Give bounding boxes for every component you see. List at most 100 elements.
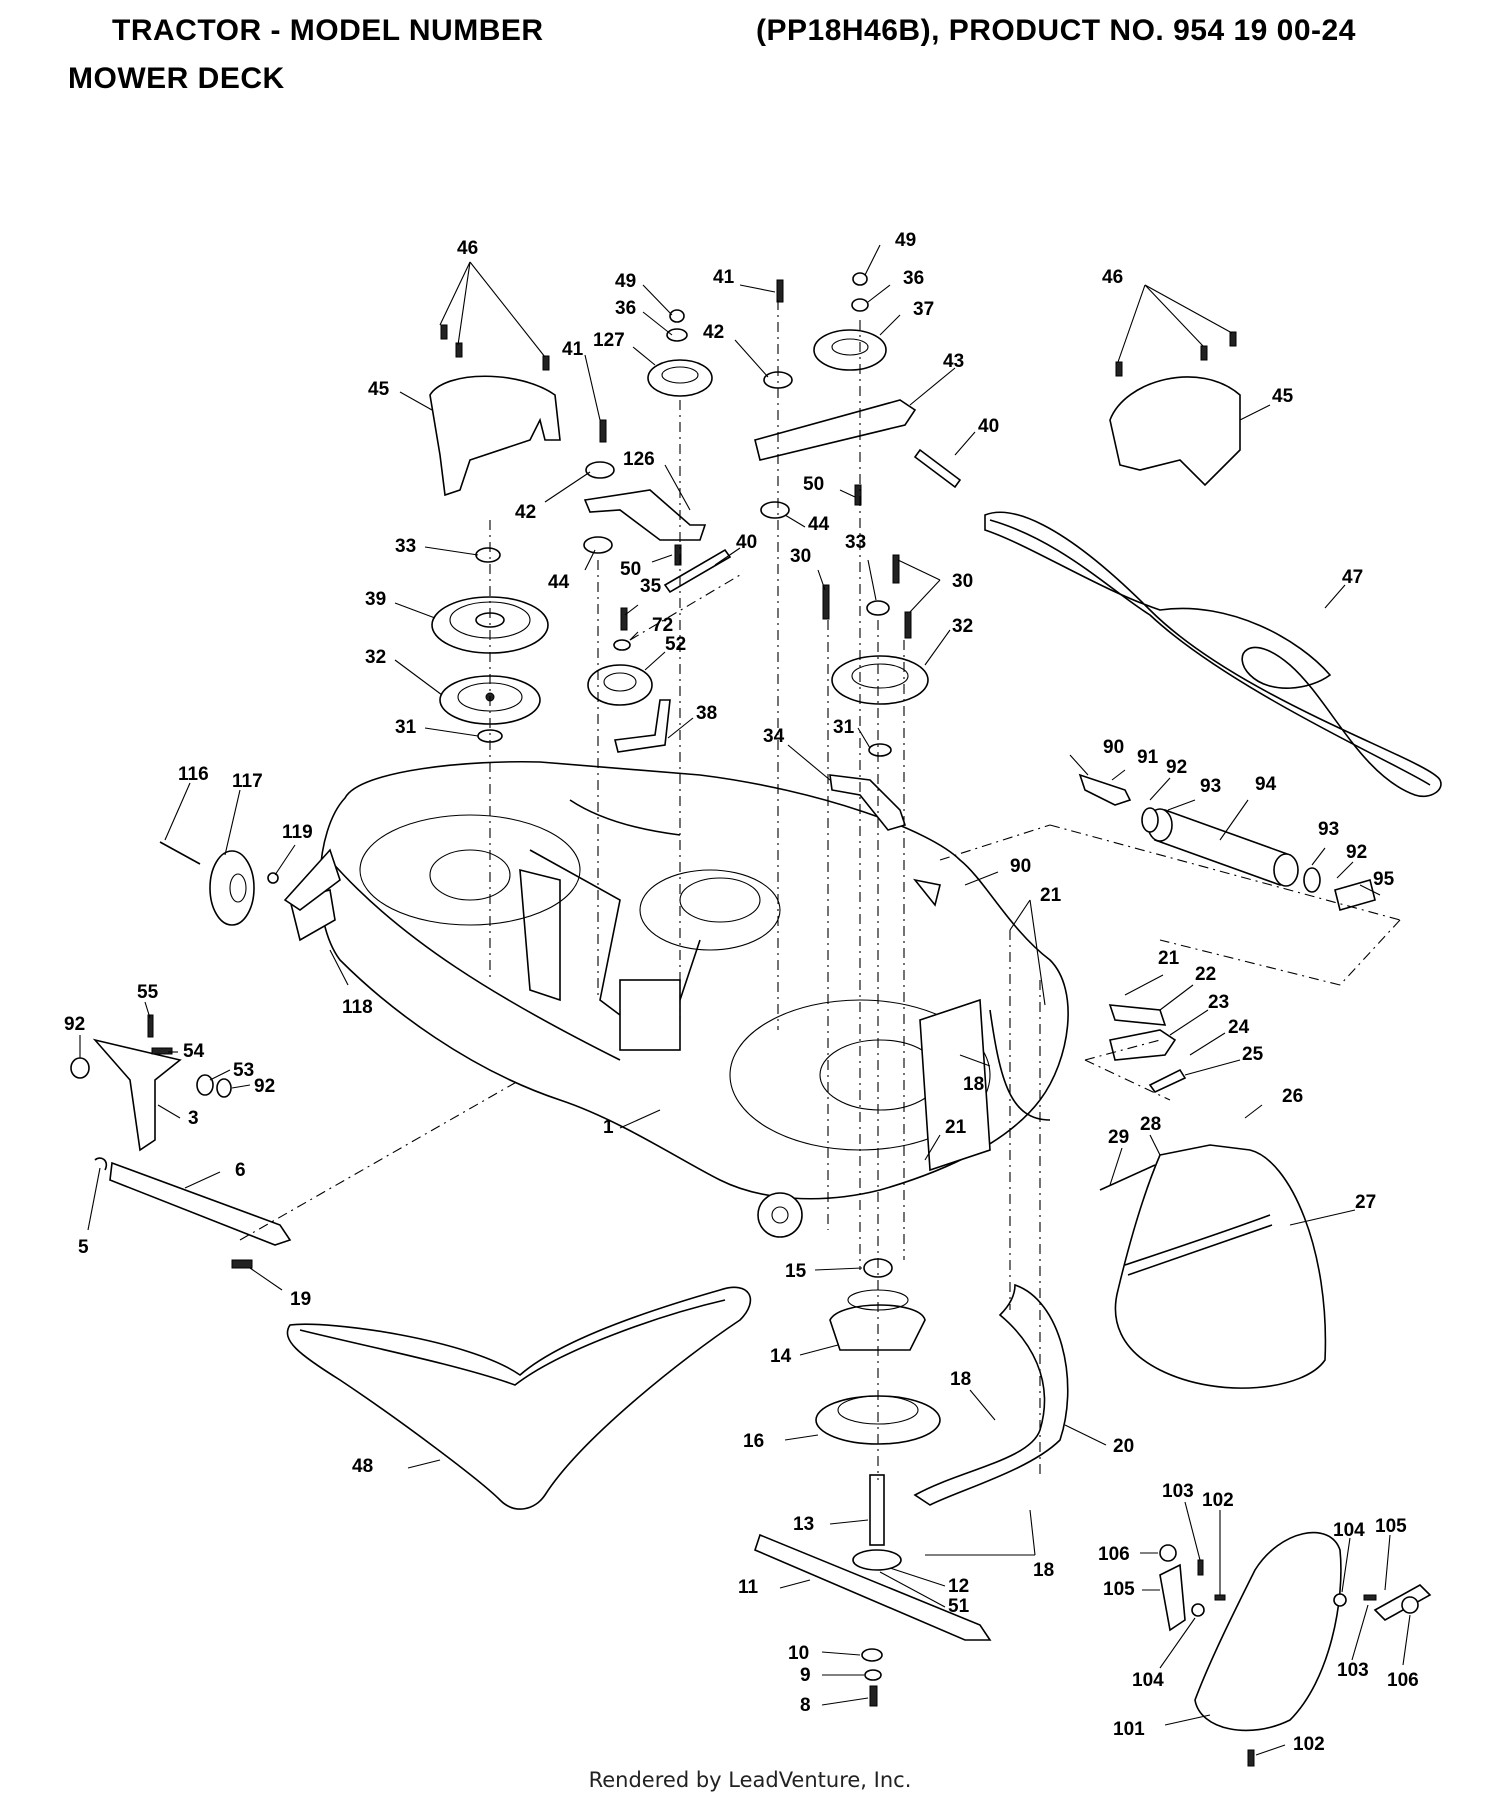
bracket-3 bbox=[92, 1038, 182, 1152]
bracket-91 bbox=[1078, 773, 1132, 806]
part-label: 49 bbox=[615, 271, 636, 292]
spacer-33-right bbox=[866, 600, 890, 616]
part-labels: 46 45 33 39 32 31 49 36 127 41 42 126 44… bbox=[64, 230, 1419, 1755]
pulley-127 bbox=[647, 359, 713, 397]
part-label: 45 bbox=[368, 379, 390, 400]
idler-pulley-52 bbox=[587, 664, 653, 706]
belt-cover-45-right bbox=[1109, 376, 1241, 487]
part-label: 44 bbox=[808, 514, 830, 535]
part-label: 24 bbox=[1228, 1017, 1250, 1038]
gauge-wheel-117 bbox=[209, 850, 255, 926]
part-label: 91 bbox=[1137, 747, 1159, 768]
part-label: 14 bbox=[770, 1346, 792, 1367]
part-label: 32 bbox=[365, 647, 386, 668]
spring-25 bbox=[1148, 1068, 1187, 1094]
part-label: 102 bbox=[1202, 1490, 1234, 1511]
part-label: 20 bbox=[1113, 1436, 1134, 1457]
part-label: 5 bbox=[78, 1237, 89, 1258]
part-label: 106 bbox=[1098, 1544, 1130, 1565]
spindle-shaft-13 bbox=[869, 1474, 885, 1546]
washer-104-left bbox=[1191, 1603, 1205, 1617]
part-label: 26 bbox=[1282, 1086, 1303, 1107]
part-label: 13 bbox=[793, 1514, 814, 1535]
part-label: 102 bbox=[1293, 1734, 1325, 1755]
part-label: 103 bbox=[1337, 1660, 1369, 1681]
part-label: 34 bbox=[763, 726, 785, 747]
part-label: 95 bbox=[1373, 869, 1395, 890]
belt-cover-45-left bbox=[429, 375, 561, 497]
part-label: 31 bbox=[833, 717, 855, 738]
part-label: 126 bbox=[623, 449, 655, 470]
part-label: 18 bbox=[963, 1074, 984, 1095]
part-label: 31 bbox=[395, 717, 417, 738]
part-label: 50 bbox=[620, 559, 641, 580]
part-label: 1 bbox=[603, 1117, 614, 1138]
part-label: 50 bbox=[803, 474, 824, 495]
bolt-102-top bbox=[1214, 1594, 1226, 1601]
part-label: 117 bbox=[232, 771, 263, 792]
part-label: 45 bbox=[1272, 386, 1294, 407]
bolt-103-right bbox=[1363, 1594, 1377, 1601]
part-label: 28 bbox=[1140, 1114, 1161, 1135]
bracket-22 bbox=[1108, 1004, 1167, 1026]
part-label: 35 bbox=[640, 576, 662, 597]
nut-119 bbox=[267, 872, 279, 884]
part-label: 37 bbox=[913, 299, 934, 320]
part-label: 40 bbox=[736, 532, 757, 553]
part-label: 16 bbox=[743, 1431, 764, 1452]
bracket-90 bbox=[913, 878, 941, 907]
pulley-32-right bbox=[831, 655, 929, 705]
part-label: 90 bbox=[1010, 856, 1031, 877]
axle-bolt-116 bbox=[159, 841, 201, 865]
blade-11 bbox=[754, 1533, 992, 1641]
discharge-chute-27 bbox=[1114, 1144, 1327, 1389]
washer-53 bbox=[196, 1074, 214, 1096]
part-label: 116 bbox=[178, 764, 209, 785]
part-label: 3 bbox=[188, 1108, 199, 1129]
part-label: 43 bbox=[943, 351, 964, 372]
nut-92-left bbox=[216, 1078, 232, 1098]
part-label: 18 bbox=[1033, 1560, 1054, 1581]
part-label: 51 bbox=[948, 1596, 970, 1617]
part-label: 10 bbox=[788, 1643, 809, 1664]
part-label: 30 bbox=[952, 571, 973, 592]
spring-40-right bbox=[913, 448, 962, 489]
bolt-103-left bbox=[1197, 1559, 1204, 1576]
part-label: 32 bbox=[952, 616, 973, 637]
part-label: 33 bbox=[395, 536, 416, 557]
part-label: 41 bbox=[713, 267, 735, 288]
subtitle: MOWER DECK bbox=[68, 62, 285, 95]
part-label: 104 bbox=[1333, 1520, 1365, 1541]
idler-arm-126 bbox=[583, 489, 707, 541]
part-label: 103 bbox=[1162, 1481, 1194, 1502]
part-label: 21 bbox=[1158, 948, 1180, 969]
part-label: 119 bbox=[282, 822, 313, 843]
spacer-33-left bbox=[475, 547, 501, 563]
washer-9 bbox=[864, 1669, 882, 1681]
part-label: 127 bbox=[593, 330, 625, 351]
part-label: 92 bbox=[64, 1014, 85, 1035]
baffle-20 bbox=[913, 1283, 1069, 1506]
washer-93-right bbox=[1303, 867, 1321, 893]
roller-94 bbox=[1147, 808, 1299, 887]
part-label: 90 bbox=[1103, 737, 1124, 758]
part-label: 55 bbox=[137, 982, 159, 1003]
washer-10 bbox=[861, 1648, 883, 1662]
part-label: 46 bbox=[1102, 267, 1123, 288]
part-label: 38 bbox=[696, 703, 717, 724]
bolt-54 bbox=[151, 1047, 173, 1055]
part-label: 36 bbox=[903, 268, 924, 289]
washer-104-right bbox=[1333, 1593, 1347, 1607]
part-label: 46 bbox=[457, 238, 478, 259]
bracket-38 bbox=[614, 699, 671, 753]
washer-106-right bbox=[1401, 1596, 1419, 1614]
part-label: 40 bbox=[978, 416, 999, 437]
part-label: 8 bbox=[800, 1695, 811, 1716]
part-label: 42 bbox=[515, 502, 536, 523]
part-label: 101 bbox=[1113, 1719, 1145, 1740]
part-label: 93 bbox=[1318, 819, 1339, 840]
part-label: 30 bbox=[790, 546, 811, 567]
part-label: 106 bbox=[1387, 1670, 1419, 1691]
part-label: 21 bbox=[945, 1117, 967, 1138]
